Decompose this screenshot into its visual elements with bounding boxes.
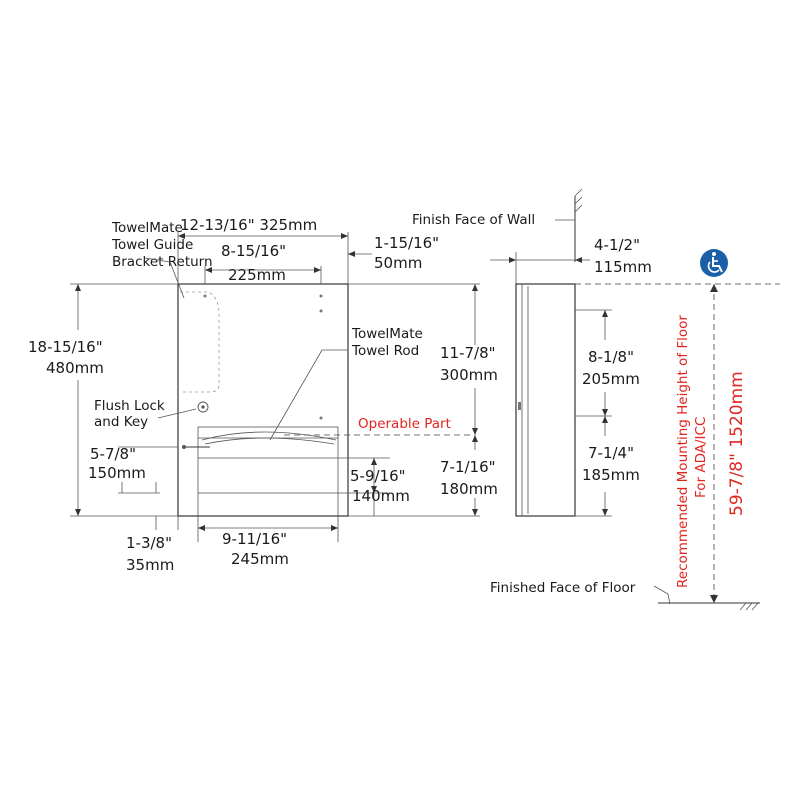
rod-label-1: TowelMate — [351, 326, 423, 342]
guide-label-2: Towel Guide — [111, 237, 193, 253]
front-view — [177, 283, 349, 517]
wheelchair-icon — [700, 249, 728, 277]
inner-width-mm: 225mm — [228, 266, 286, 284]
rod-label-2: Towel Rod — [351, 343, 419, 359]
screw — [319, 416, 323, 420]
bottom-offset-mm: 35mm — [126, 556, 174, 574]
lower-left-in: 5-7/8" — [90, 445, 136, 463]
inner-width-in: 8-15/16" — [221, 242, 286, 260]
slot-in: 5-9/16" — [350, 467, 406, 485]
mount-height-value: 59-7/8" 1520mm — [727, 371, 747, 516]
lock-leader — [157, 408, 197, 419]
front-right-dims — [348, 283, 480, 517]
front-top-dims — [177, 232, 372, 284]
bottom-offset-in: 1-3/8" — [126, 534, 172, 552]
face-offset-mm: 50mm — [374, 254, 422, 272]
lock-label-2: and Key — [94, 414, 148, 430]
upper-in: 11-7/8" — [440, 344, 496, 362]
bottom-width-in: 9-11/16" — [222, 530, 287, 548]
front-bottom-dims — [197, 493, 339, 542]
side-lower-in: 7-1/4" — [588, 444, 634, 462]
bottom-width-mm: 245mm — [231, 550, 289, 568]
side-lower-mm: 185mm — [582, 466, 640, 484]
face-offset-in: 1-15/16" — [374, 234, 439, 252]
screw — [319, 309, 323, 313]
side-lock — [518, 402, 521, 410]
towel-guide-bracket — [180, 291, 220, 393]
screw — [203, 294, 207, 298]
mount-label-1: Recommended Mounting Height of Floor — [675, 315, 691, 588]
guide-label-3: Bracket Return — [112, 254, 213, 270]
operable-part-label: Operable Part — [358, 416, 451, 432]
finish-floor-label: Finished Face of Floor — [490, 580, 636, 596]
height-mm: 480mm — [46, 359, 104, 377]
overall-width-dim: 12-13/16" 325mm — [180, 216, 317, 234]
mount-height-dim — [710, 284, 718, 603]
lock-label-1: Flush Lock — [94, 398, 165, 414]
rod-leader — [269, 349, 348, 441]
side-view: Finish Face of Wall — [412, 188, 612, 517]
finish-wall-label: Finish Face of Wall — [412, 212, 535, 228]
depth-mm: 115mm — [594, 258, 652, 276]
screw — [319, 294, 323, 298]
slot-dims — [338, 457, 390, 516]
lock-keyhole — [201, 405, 205, 409]
lower-left-mm: 150mm — [88, 464, 146, 482]
wall-hatch — [574, 188, 583, 213]
lower-right-in: 7-1/16" — [440, 458, 496, 476]
height-in: 18-15/16" — [28, 338, 103, 356]
mount-label-2: For ADA/ICC — [693, 417, 709, 498]
upper-mm: 300mm — [440, 366, 498, 384]
rod-end — [182, 445, 186, 449]
depth-in: 4-1/2" — [594, 236, 640, 254]
side-cabinet — [515, 283, 576, 517]
cabinet-outline — [177, 283, 349, 517]
towel-curve-2 — [204, 437, 335, 445]
towel-curve — [201, 431, 337, 441]
lower-right-mm: 180mm — [440, 480, 498, 498]
floor — [653, 585, 760, 611]
side-upper-in: 8-1/8" — [588, 348, 634, 366]
front-left-dims — [70, 283, 179, 530]
side-upper-mm: 205mm — [582, 370, 640, 388]
slot-mm: 140mm — [352, 487, 410, 505]
guide-label-1: TowelMate — [111, 220, 183, 236]
guide-leader — [144, 257, 185, 299]
dispensing-opening — [197, 426, 339, 494]
